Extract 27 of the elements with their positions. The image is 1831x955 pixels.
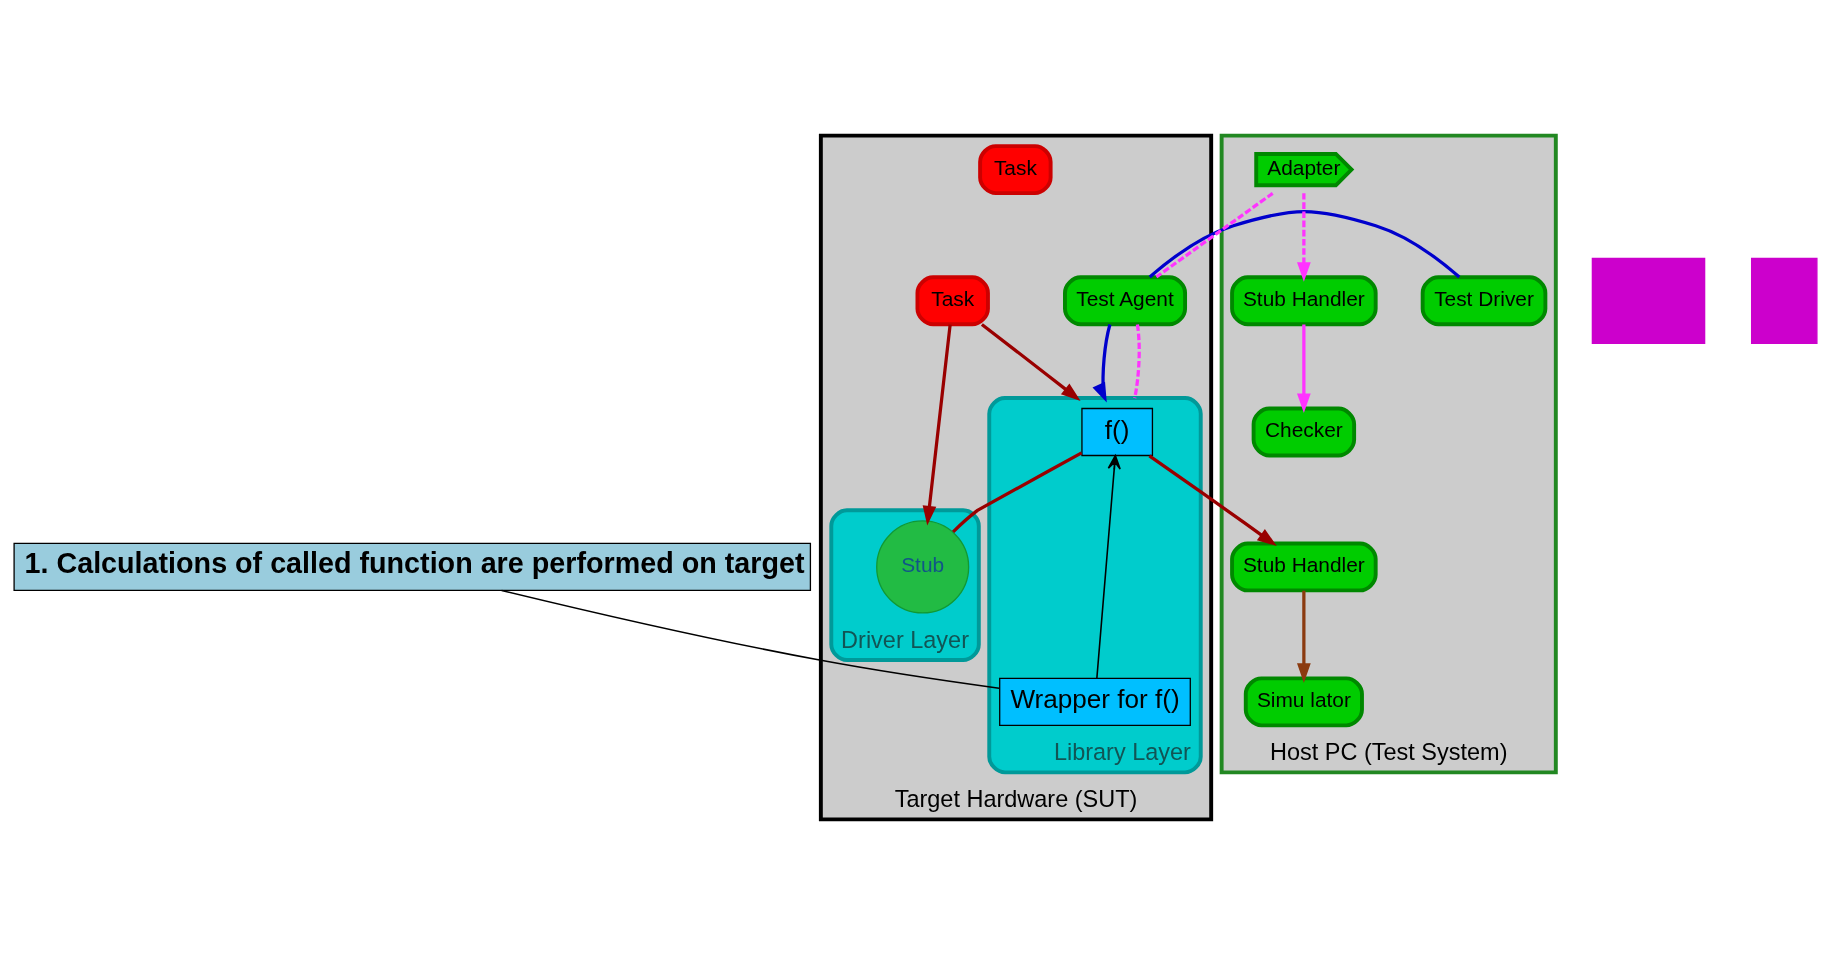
node-box: Checker — [1251, 406, 1357, 458]
arrow — [1096, 454, 1121, 679]
connector — [1148, 210, 1461, 279]
node-box: Test Driver — [1420, 275, 1548, 327]
node-box: Test Agent — [1063, 275, 1188, 327]
node-box: Task — [915, 275, 990, 327]
node-box — [1750, 257, 1818, 344]
arrow — [922, 324, 952, 526]
node-box — [1591, 257, 1706, 344]
arrow — [1297, 193, 1311, 282]
arrow — [980, 323, 1081, 402]
node-box: Stub Handler — [1230, 275, 1378, 327]
node-box: 1. Calculations of called function are performed on target — [13, 542, 812, 592]
node-box: Task — [978, 144, 1053, 196]
arrow — [1148, 454, 1277, 547]
node-box: Stub Handler — [1230, 541, 1378, 593]
connector — [1155, 192, 1274, 279]
node-box: Wrapper for f() — [999, 677, 1191, 726]
node-circle: Stub — [876, 520, 970, 614]
connector — [500, 589, 1000, 690]
node-box: Simu lator — [1243, 676, 1364, 728]
connector — [952, 451, 1083, 533]
connector — [1133, 324, 1141, 399]
node-box: f() — [1081, 407, 1154, 457]
arrow — [1297, 324, 1311, 414]
arrow — [1297, 590, 1311, 683]
arrow — [1092, 324, 1112, 403]
